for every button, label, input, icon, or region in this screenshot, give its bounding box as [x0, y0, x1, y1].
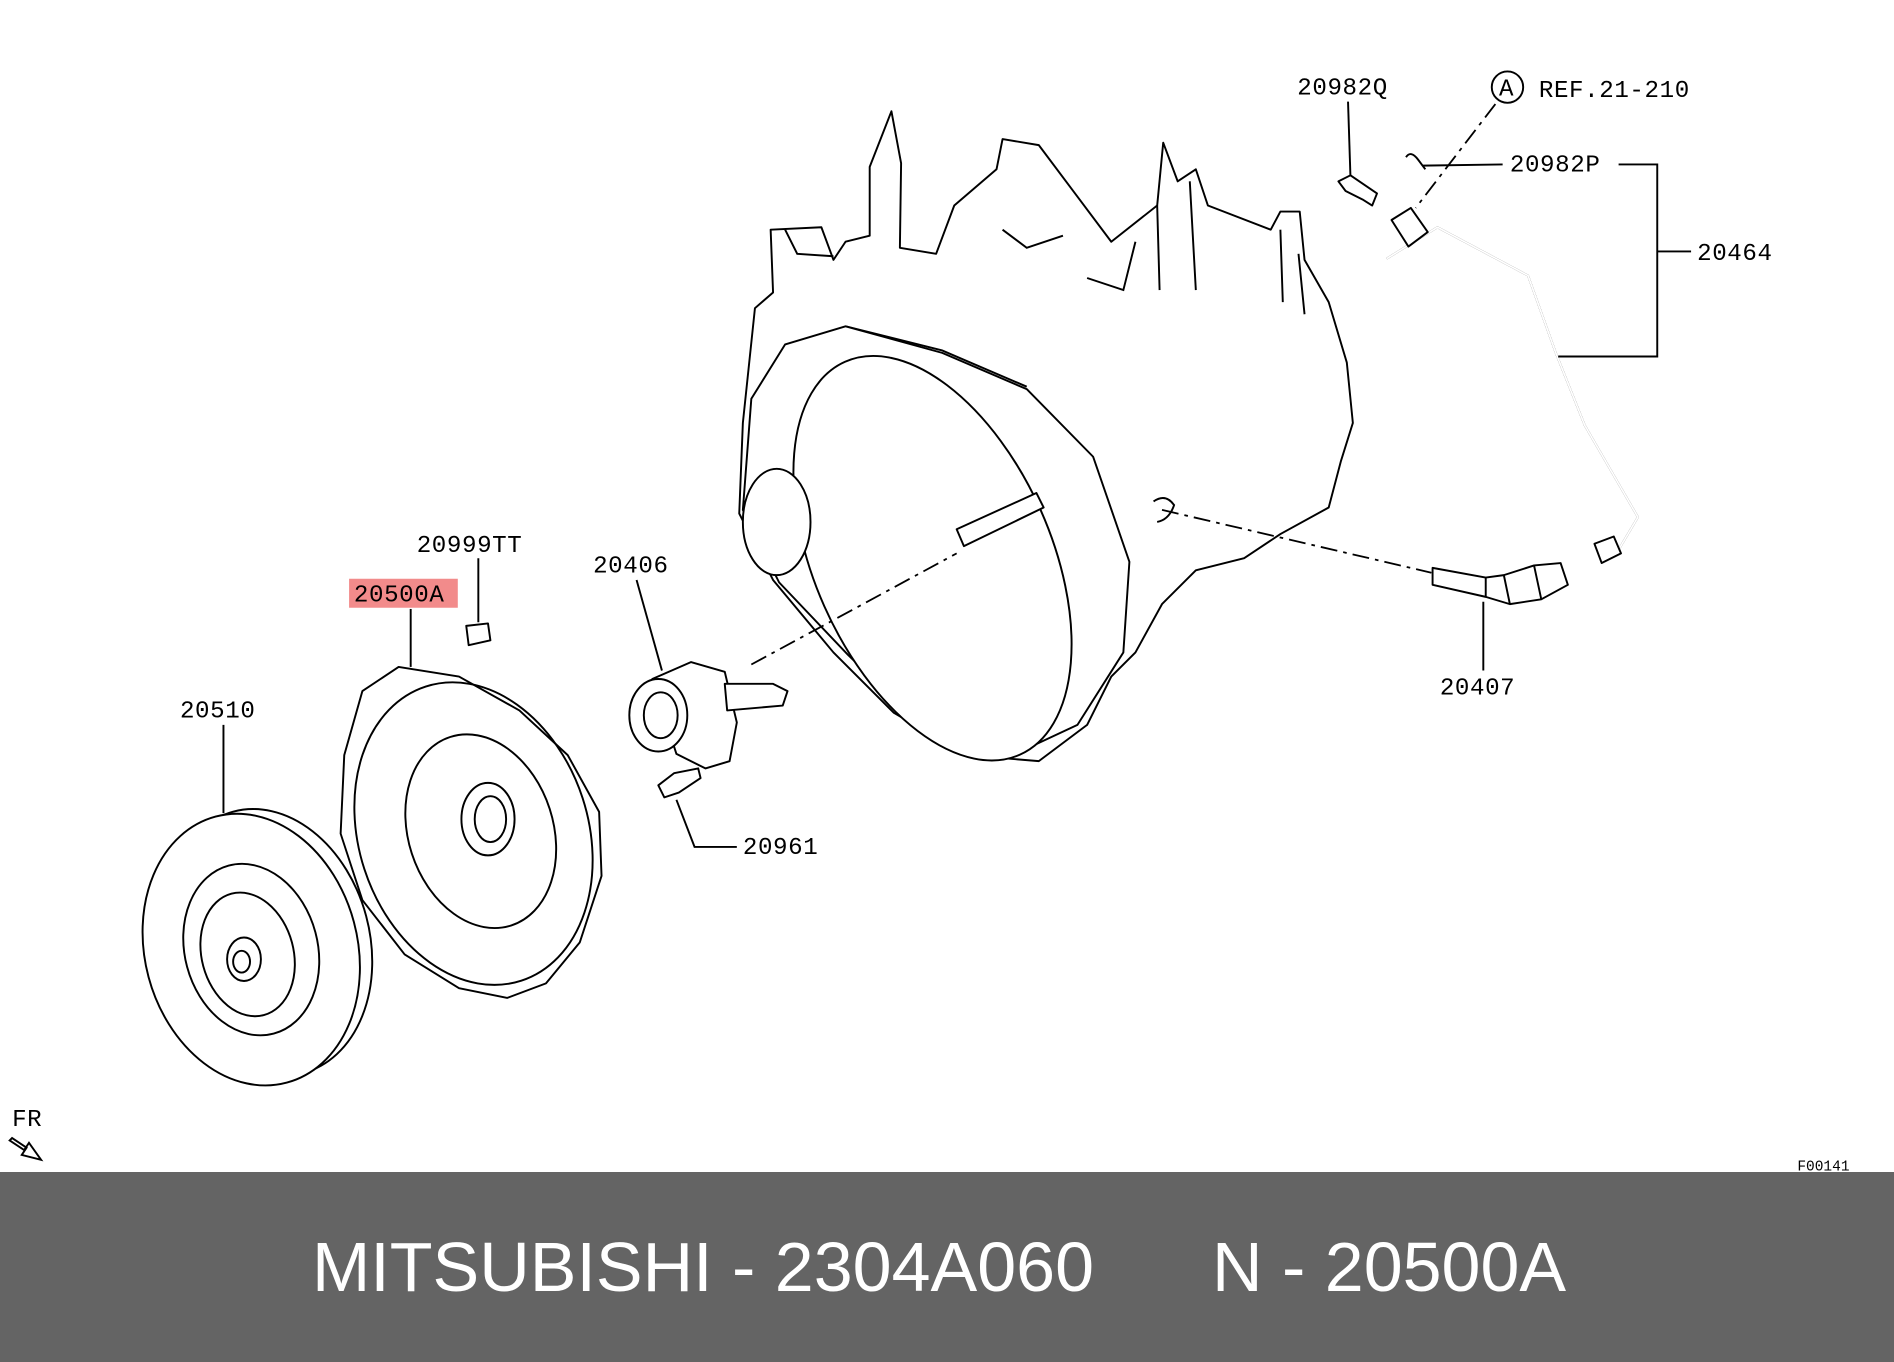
leader-20982P — [1422, 163, 1503, 167]
clutch-cover-20500A — [339, 665, 603, 999]
part-20407 — [1431, 562, 1569, 606]
pipe-20464 — [1386, 226, 1640, 551]
clutch-cover-rim — [353, 681, 594, 986]
highlight-20500A — [349, 578, 458, 608]
pipe-fitting-upper — [1390, 206, 1429, 248]
ref-dashed-leader — [1414, 103, 1497, 209]
ref-text: REF.21-210 — [1539, 78, 1690, 105]
callout-20510: 20510 — [180, 699, 255, 726]
bracket-20464 — [1558, 163, 1659, 358]
pipe-20464-core — [1386, 226, 1640, 551]
ref-circle — [1490, 70, 1525, 104]
flywheel-face — [141, 812, 361, 1087]
leader-20982Q — [1347, 101, 1352, 177]
flywheel-hub — [232, 949, 252, 974]
banner-maker-part: MITSUBISHI - 2304A060 — [312, 1228, 1094, 1306]
bell-housing-opening — [792, 355, 1073, 762]
parts-diagram: 20982Q A REF.21-210 20982P 20464 20407 2… — [8, 70, 1850, 1172]
flywheel-ring-mid — [199, 891, 296, 1018]
leader-20406 — [635, 579, 663, 671]
leader-20961 — [675, 799, 737, 848]
callout-20406: 20406 — [593, 554, 668, 581]
dashed-leader-20406 — [750, 552, 958, 666]
callout-20500A: 20500A — [354, 583, 445, 610]
case-ribs — [784, 181, 1306, 388]
bearing-face — [628, 678, 689, 753]
input-boss — [741, 467, 812, 577]
bolt-20961 — [657, 767, 702, 799]
figure-code: F00141 — [1797, 1160, 1849, 1172]
release-port — [1152, 497, 1176, 523]
banner-reference: N - 20500A — [1212, 1228, 1567, 1306]
dashed-leader-20407 — [1161, 509, 1432, 574]
callout-20464: 20464 — [1697, 241, 1772, 268]
callout-20999TT: 20999TT — [417, 533, 523, 560]
callout-20961: 20961 — [743, 835, 818, 862]
part-20407-detail — [1484, 565, 1543, 605]
transmission-assembly — [738, 110, 1354, 763]
direction-label: FR — [12, 1107, 42, 1134]
bolt-20999TT — [465, 622, 492, 647]
bearing-stub — [723, 682, 789, 712]
flywheel-ring-inner — [226, 936, 262, 982]
clip-20982Q — [1337, 174, 1378, 207]
bearing-ring — [642, 691, 679, 740]
caption-banner: MITSUBISHI - 2304A060 N - 20500A — [0, 1172, 1894, 1362]
callout-20982P: 20982P — [1510, 153, 1601, 180]
ref-circle-letter: A — [1499, 77, 1514, 104]
clutch-diaphragm — [404, 733, 558, 929]
clip-20982P — [1405, 153, 1427, 170]
clutch-center-ring — [473, 795, 508, 844]
callout-20982Q: 20982Q — [1297, 75, 1388, 102]
input-shaft — [955, 492, 1045, 548]
flywheel-20510 — [141, 808, 374, 1087]
flywheel-ring-outer — [182, 862, 321, 1037]
direction-arrow-icon — [8, 1136, 44, 1162]
pipe-fitting-lower — [1593, 535, 1622, 565]
callout-20407: 20407 — [1440, 676, 1515, 703]
